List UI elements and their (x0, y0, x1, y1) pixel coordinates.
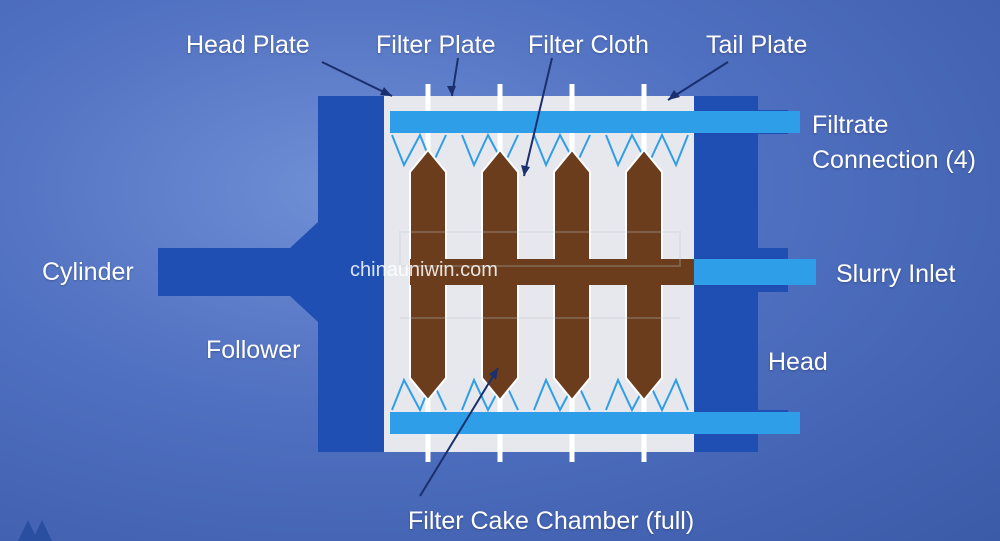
cylinder-rod (158, 222, 318, 322)
filtrate-pipe-bottom (390, 412, 800, 434)
follower-label: Follower (206, 336, 301, 364)
slurry-inlet-pipe (694, 259, 816, 285)
slurry-inlet-label: Slurry Inlet (836, 260, 956, 288)
head-label: Head (768, 348, 828, 376)
corner-logo-icon (18, 520, 52, 541)
watermark-logo (399, 231, 681, 319)
filter-cake-chamber-label: Filter Cake Chamber (full) (408, 507, 695, 535)
filtrate-label-line2: Connection (4) (812, 146, 976, 174)
filtrate-label-line1: Filtrate (812, 111, 889, 139)
cylinder-label: Cylinder (42, 258, 134, 286)
arrow-heads (380, 86, 680, 380)
filter-plate-label: Filter Plate (376, 31, 496, 59)
head-plate-label: Head Plate (186, 31, 310, 59)
tail-plate-label: Tail Plate (706, 31, 808, 59)
follower-block (318, 96, 384, 452)
filtrate-pipe-top (390, 111, 800, 133)
filter-cloth-label: Filter Cloth (528, 31, 649, 59)
watermark-text: chinauniwin.com (350, 259, 498, 281)
slurry-channel (410, 259, 694, 285)
